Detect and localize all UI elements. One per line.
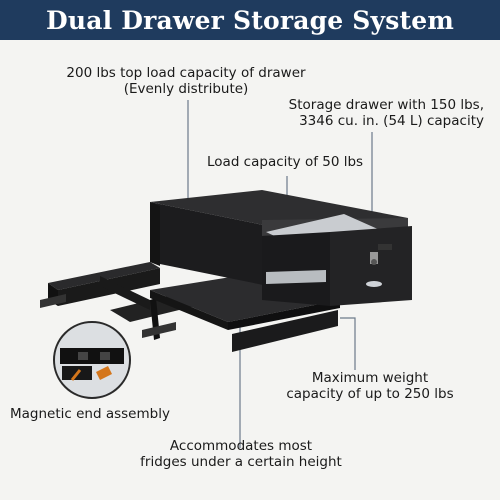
slide-tray-frame [40, 262, 220, 340]
callout-storage-drawer: Storage drawer with 150 lbs, 3346 cu. in… [288, 97, 484, 129]
page-title: Dual Drawer Storage System [45, 5, 455, 35]
callout-magnetic-end: Magnetic end assembly [10, 406, 170, 422]
leader-max-weight [340, 317, 356, 370]
callout-top-load: 200 lbs top load capacity of drawer (Eve… [66, 65, 306, 97]
callout-max-weight: Maximum weight capacity of up to 250 lbs [286, 370, 454, 402]
title-banner: Dual Drawer Storage System [0, 0, 500, 40]
callout-load-capacity: Load capacity of 50 lbs [207, 154, 364, 170]
storage-cabinet [150, 190, 412, 306]
callout-fridges: Accommodates most fridges under a certai… [140, 438, 342, 470]
magnetic-end-inset [53, 321, 131, 399]
